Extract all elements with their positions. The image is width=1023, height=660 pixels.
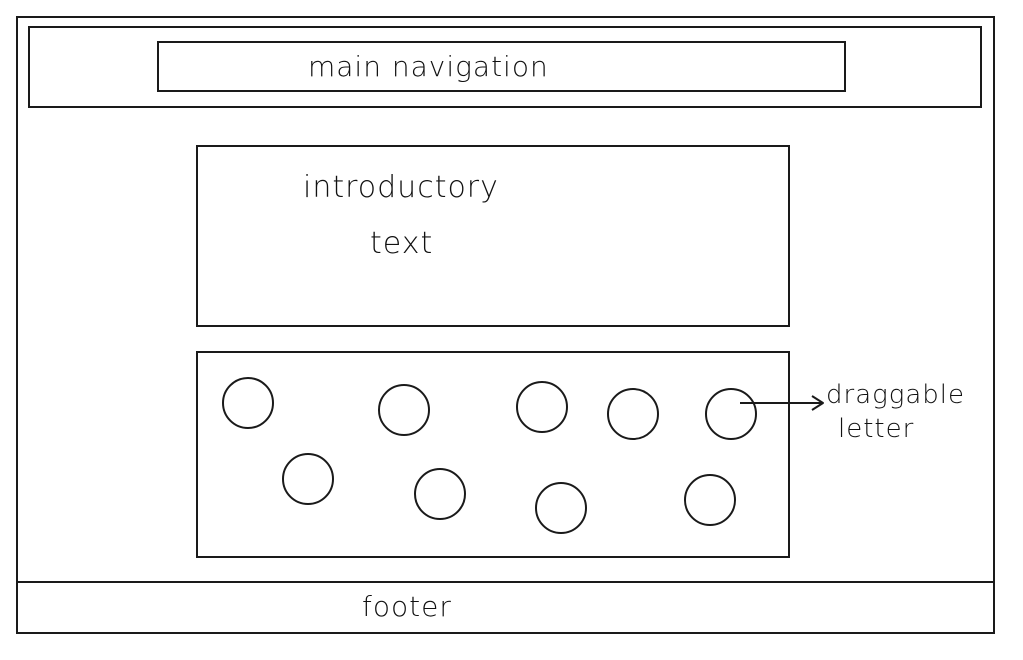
introductory-text-box bbox=[196, 145, 790, 327]
draggable-letter-9[interactable] bbox=[684, 474, 736, 526]
draggable-letter-8[interactable] bbox=[535, 482, 587, 534]
footer-label: footer bbox=[362, 590, 452, 623]
draggable-letter-2[interactable] bbox=[378, 384, 430, 436]
footer bbox=[16, 581, 995, 634]
draggable-letter-7[interactable] bbox=[414, 468, 466, 520]
draggable-letters-area bbox=[196, 351, 790, 558]
draggable-letter-6[interactable] bbox=[282, 453, 334, 505]
annotation-label-line-2: letter bbox=[838, 414, 915, 444]
draggable-letter-4[interactable] bbox=[607, 388, 659, 440]
header bbox=[28, 26, 982, 108]
main-navigation-label: main navigation bbox=[308, 50, 549, 83]
draggable-letter-5[interactable] bbox=[705, 388, 757, 440]
draggable-letter-1[interactable] bbox=[222, 377, 274, 429]
main-navigation[interactable] bbox=[157, 41, 846, 92]
intro-text-line-2: text bbox=[370, 226, 434, 261]
draggable-letter-3[interactable] bbox=[516, 381, 568, 433]
annotation-label-line-1: draggable bbox=[826, 380, 965, 410]
intro-text-line-1: introductory bbox=[303, 170, 499, 205]
